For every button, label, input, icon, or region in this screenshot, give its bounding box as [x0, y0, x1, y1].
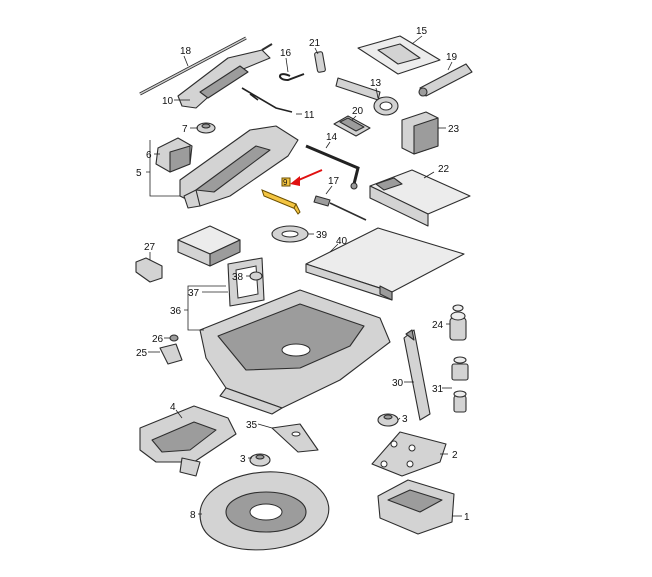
callout-21: 21	[309, 38, 321, 49]
callout-7: 7	[182, 124, 188, 135]
part-25-bracket	[159, 343, 183, 365]
part-6-holder	[155, 137, 193, 173]
part-16-hook	[279, 73, 305, 82]
callout-9: 9	[283, 178, 288, 187]
callout-4: 4	[170, 402, 176, 413]
part-20-clip	[333, 115, 371, 137]
callout-labels: 18 10 16 21 15 19 13 11 20 23 7 6 5 14 2…	[136, 26, 470, 523]
callout-25: 25	[136, 348, 148, 359]
callout-23: 23	[448, 124, 460, 135]
part-19-tube	[418, 63, 473, 97]
part-22-tray	[369, 169, 471, 227]
callout-30: 30	[392, 378, 404, 389]
part-storage-box	[177, 225, 241, 267]
part-1-tray	[377, 479, 455, 535]
callout-18: 18	[180, 46, 192, 57]
part-2-plate	[371, 431, 447, 477]
part-27-sensor	[135, 257, 163, 283]
part-17-screwdriver	[313, 195, 367, 221]
callout-3-bottom: 3	[240, 454, 246, 465]
callout-14: 14	[326, 132, 338, 143]
part-35-clamp	[271, 423, 319, 453]
part-10-jack	[177, 43, 273, 109]
callout-5: 5	[136, 168, 142, 179]
part-15-plate	[357, 35, 441, 75]
callout-35: 35	[246, 420, 258, 431]
part-36-foam-tray	[199, 289, 391, 415]
callout-1: 1	[464, 512, 470, 523]
callout-40: 40	[336, 236, 348, 247]
part-31-bolts	[451, 356, 469, 413]
callout-10: 10	[162, 96, 174, 107]
part-23-box	[401, 111, 439, 155]
part-26-screw	[169, 334, 179, 342]
part-8-wheel-carrier	[199, 471, 330, 551]
callout-22: 22	[438, 164, 450, 175]
part-24-sleeve	[449, 304, 467, 341]
part-4-holder	[139, 405, 237, 477]
part-9-highlighted	[261, 177, 301, 215]
highlight-arrow	[290, 169, 323, 186]
part-39-ring	[271, 225, 309, 243]
callout-16: 16	[280, 48, 292, 59]
callout-36: 36	[170, 306, 182, 317]
callout-27: 27	[144, 242, 156, 253]
callout-6: 6	[146, 150, 152, 161]
part-7-nut	[196, 122, 216, 134]
part-3-knob-bottom	[249, 453, 271, 467]
callout-24: 24	[432, 320, 444, 331]
callout-20: 20	[352, 106, 364, 117]
part-40-cover	[305, 227, 465, 301]
part-21-pin	[314, 51, 326, 73]
callout-11: 11	[304, 110, 315, 121]
callout-2: 2	[452, 450, 458, 461]
callout-39: 39	[316, 230, 328, 241]
part-5-carrier	[179, 125, 299, 209]
part-14-crank	[305, 144, 360, 190]
callout-13: 13	[370, 78, 382, 89]
callout-17: 17	[328, 176, 340, 187]
callout-8: 8	[190, 510, 196, 521]
part-13-towing-eye	[335, 77, 399, 116]
part-3-knob-top	[377, 413, 399, 427]
callout-37: 37	[188, 288, 200, 299]
callout-26: 26	[152, 334, 164, 345]
part-18-rod	[139, 36, 247, 96]
part-11-bracket	[241, 87, 293, 113]
leader-lines	[146, 35, 462, 517]
callout-3-top: 3	[402, 414, 408, 425]
part-38-clip	[249, 271, 263, 281]
callout-31: 31	[432, 384, 444, 395]
callout-38: 38	[232, 272, 244, 283]
callout-15: 15	[416, 26, 428, 37]
callout-19: 19	[446, 52, 458, 63]
part-30-strap	[403, 329, 431, 421]
